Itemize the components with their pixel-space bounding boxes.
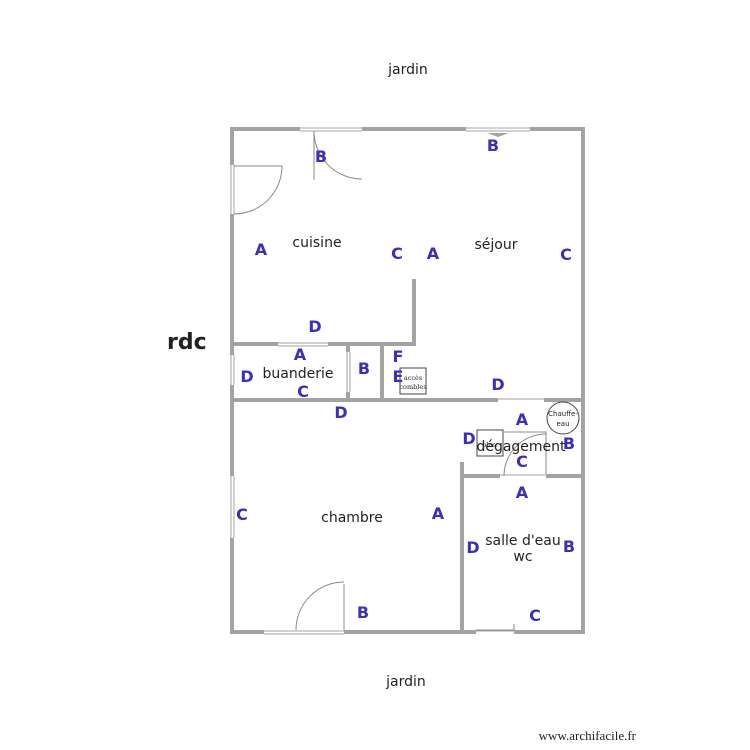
tag-sejour-left: A (427, 244, 440, 263)
chauffe-label-1: Chauffe- (548, 410, 578, 418)
wall-tags: B A C D B A C D A D C B F E D C A B A D … (236, 136, 575, 625)
tag-sejour-right: C (560, 245, 572, 264)
tag-degagement-left: D (462, 429, 475, 448)
watermark: www.archifacile.fr (539, 728, 637, 743)
room-sejour: séjour (475, 237, 518, 253)
tag-sde-bottom: C (529, 606, 541, 625)
tag-chambre-top: D (334, 403, 347, 422)
room-degagement: dégagement (476, 439, 566, 455)
tag-acces-bottom: E (393, 367, 404, 386)
garden-bottom-label: jardin (385, 674, 426, 690)
doors (233, 130, 547, 631)
acces-label-1: accès (404, 374, 422, 382)
tag-buanderie-top: A (294, 345, 307, 364)
tag-buanderie-left: D (240, 367, 253, 386)
tag-acces-top: F (393, 347, 404, 366)
windows (229, 126, 546, 636)
tag-buanderie-bottom: C (297, 382, 309, 401)
acces-label-2: combles (399, 383, 426, 391)
tag-chambre-bottom: B (357, 603, 369, 622)
tag-sejour-top: B (487, 136, 499, 155)
room-chambre: chambre (321, 510, 383, 526)
tag-cuisine-bottom: D (308, 317, 321, 336)
level-label: rdc (167, 330, 207, 355)
door-degagement (503, 431, 547, 477)
tag-chambre-left: C (236, 505, 248, 524)
acces-combles-box (399, 367, 427, 395)
door-chambre (295, 581, 345, 631)
tag-degagement-right: B (563, 434, 575, 453)
chauffe-label-2: eau (556, 420, 569, 428)
tag-sde-right: B (563, 537, 575, 556)
tag-degagement-top: A (516, 410, 529, 429)
tag-cuisine-left: A (255, 240, 268, 259)
room-salle-eau-line2: wc (513, 549, 532, 565)
room-cuisine: cuisine (292, 235, 341, 251)
tag-buanderie-right: B (358, 359, 370, 378)
tag-cuisine-top: B (315, 147, 327, 166)
door-cuisine-left (233, 165, 283, 215)
tag-degagement-bottom: C (516, 452, 528, 471)
door-sde (476, 624, 515, 631)
chauffe-eau-icon (546, 401, 580, 435)
room-salle-eau-line1: salle d'eau (485, 533, 561, 549)
placard-label: plac. (482, 441, 498, 449)
tag-sde-top: A (516, 483, 529, 502)
tag-sde-left: D (466, 538, 479, 557)
garden-top-label: jardin (387, 62, 428, 78)
door-cuisine-top (313, 130, 363, 180)
room-buanderie: buanderie (263, 366, 334, 382)
tag-sejour-bottom: D (491, 375, 504, 394)
tag-cuisine-right: C (391, 244, 403, 263)
tag-chambre-right: A (432, 504, 445, 523)
placard-box (476, 429, 504, 457)
